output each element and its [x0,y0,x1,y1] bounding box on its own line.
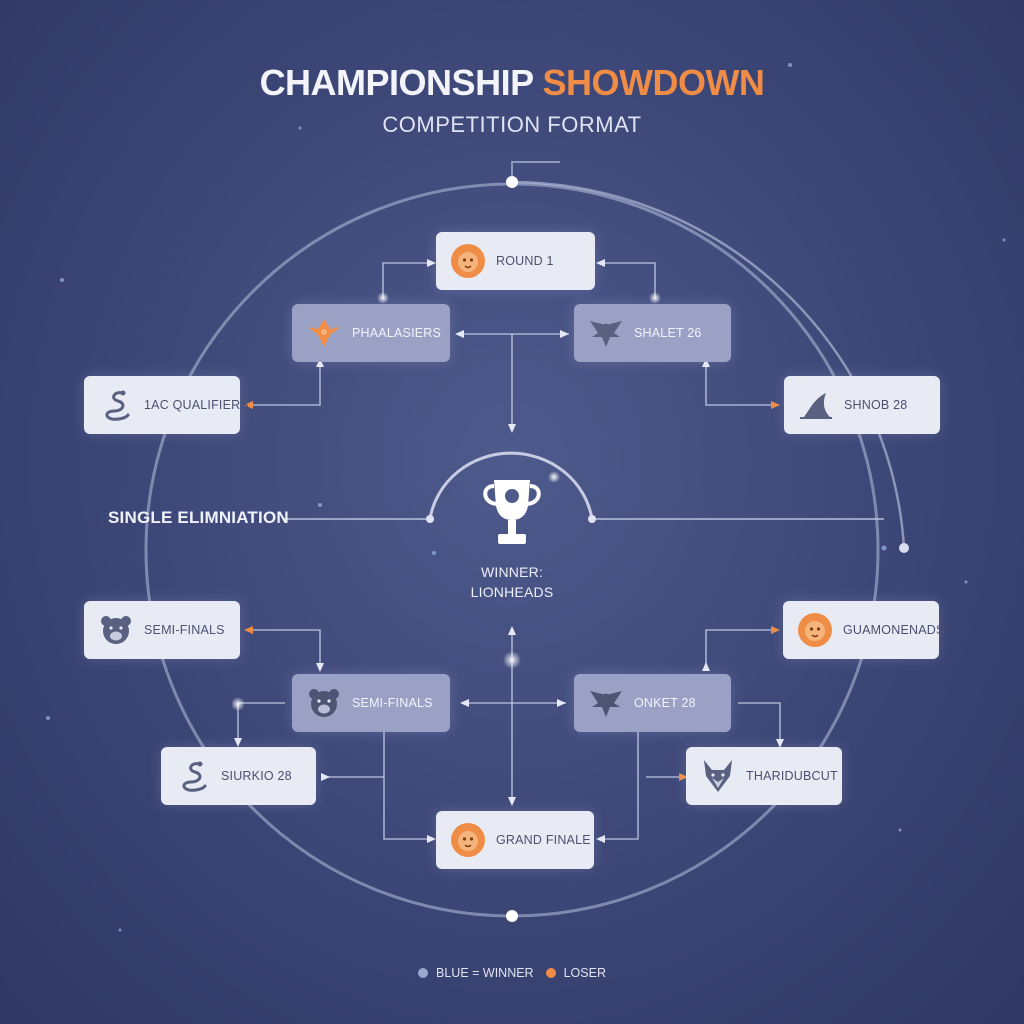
card-label: ONKET 28 [634,696,696,710]
lion-icon [798,613,832,647]
card-label: ROUND 1 [496,254,554,268]
trophy-icon [483,480,541,544]
wolf-icon [704,760,732,792]
node-top [506,176,518,188]
phoenix-icon [308,319,340,347]
bear-icon [309,689,339,717]
legend-orange-label: LOSER [563,966,606,980]
serpent-icon [105,390,130,421]
top-connector [511,161,560,182]
card-1ac-qualifiers[interactable]: 1AC QUALIFIERS [84,376,249,434]
eagle-icon [590,321,622,347]
card-label: SHNOB 28 [844,398,908,412]
legend-dot-blue [418,968,428,978]
eagle-icon [590,691,622,717]
card-label: THARIDUBCUT [746,769,838,783]
title-accent: SHOWDOWN [542,62,765,103]
page-title: CHAMPIONSHIP SHOWDOWN [0,62,1024,104]
card-shalet-26[interactable]: SHALET 26 [574,304,731,362]
card-shnob-28[interactable]: SHNOB 28 [784,376,940,434]
card-label: GUAMONENADS [843,623,945,637]
card-phaalasiers[interactable]: PHAALASIERS [292,304,450,362]
legend: BLUE = WINNER LOSER [0,966,1024,980]
format-label: SINGLE ELIMNIATION [108,508,289,527]
card-onket-28[interactable]: ONKET 28 [574,674,731,732]
card-tharidubcut[interactable]: THARIDUBCUT [686,747,842,805]
card-siurkio-28[interactable]: SIURKIO 28 [161,747,316,805]
node-bottom [506,910,518,922]
card-label: SEMI-FINALS [352,696,433,710]
card-semi-finals-center[interactable]: SEMI-FINALS [292,674,450,732]
card-round-1[interactable]: ROUND 1 [436,232,595,290]
winner-label: WINNER: [480,564,544,580]
card-guamonenads[interactable]: GUAMONENADS [783,601,944,659]
serpent-icon [182,761,207,792]
lion-icon [451,823,485,857]
card-label: 1AC QUALIFIERS [144,398,249,412]
card-label: SHALET 26 [634,326,702,340]
page-subtitle: COMPETITION FORMAT [382,112,642,137]
card-semi-finals-left[interactable]: SEMI-FINALS [84,601,240,659]
lion-icon [451,244,485,278]
card-label: PHAALASIERS [352,326,442,340]
title-main: CHAMPIONSHIP [259,62,534,103]
winner-name: LIONHEADS [470,584,554,600]
card-label: SIURKIO 28 [221,769,292,783]
legend-dot-orange [545,968,556,978]
trophy-arch [428,451,594,520]
bear-icon [101,616,131,644]
outer-arc [511,180,906,549]
node-right [899,543,909,553]
card-grand-finale[interactable]: GRAND FINALE [436,811,594,869]
shark-fin-icon [800,393,832,419]
card-label: GRAND FINALE [496,833,591,847]
legend-blue-label: BLUE = WINNER [436,966,534,980]
card-label: SEMI-FINALS [144,623,225,637]
